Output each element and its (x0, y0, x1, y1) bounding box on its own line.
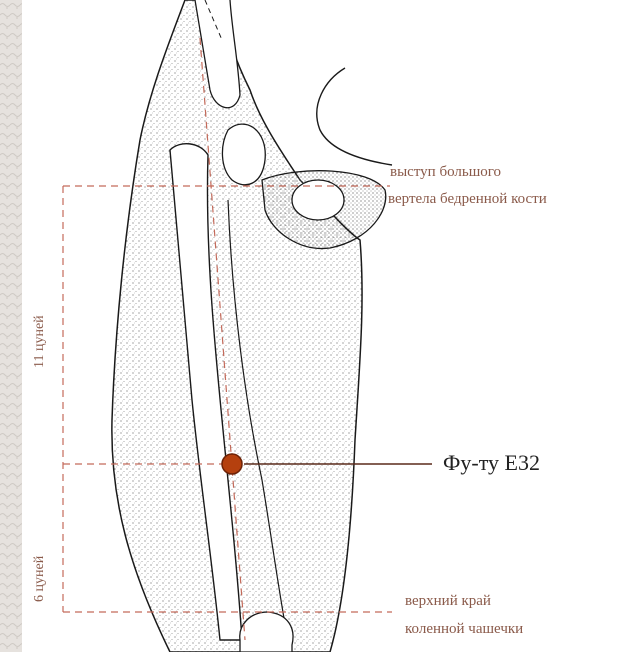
lower-landmark-line2: коленной чашечки (405, 620, 523, 638)
acupoint-label: Фу-ту E32 (443, 450, 540, 476)
acupoint-marker (222, 454, 242, 474)
greater-trochanter (222, 124, 265, 185)
upper-landmark-line1: выступ большого (390, 163, 501, 181)
left-border-texture (0, 0, 22, 652)
upper-landmark-line2: вертела бедренной кости (388, 190, 547, 208)
upper-measure-label: 11 цуней (32, 315, 48, 368)
lower-measure-label: 6 цуней (32, 556, 48, 602)
pelvis-curve (317, 68, 392, 165)
lower-landmark-line1: верхний край (405, 592, 491, 610)
